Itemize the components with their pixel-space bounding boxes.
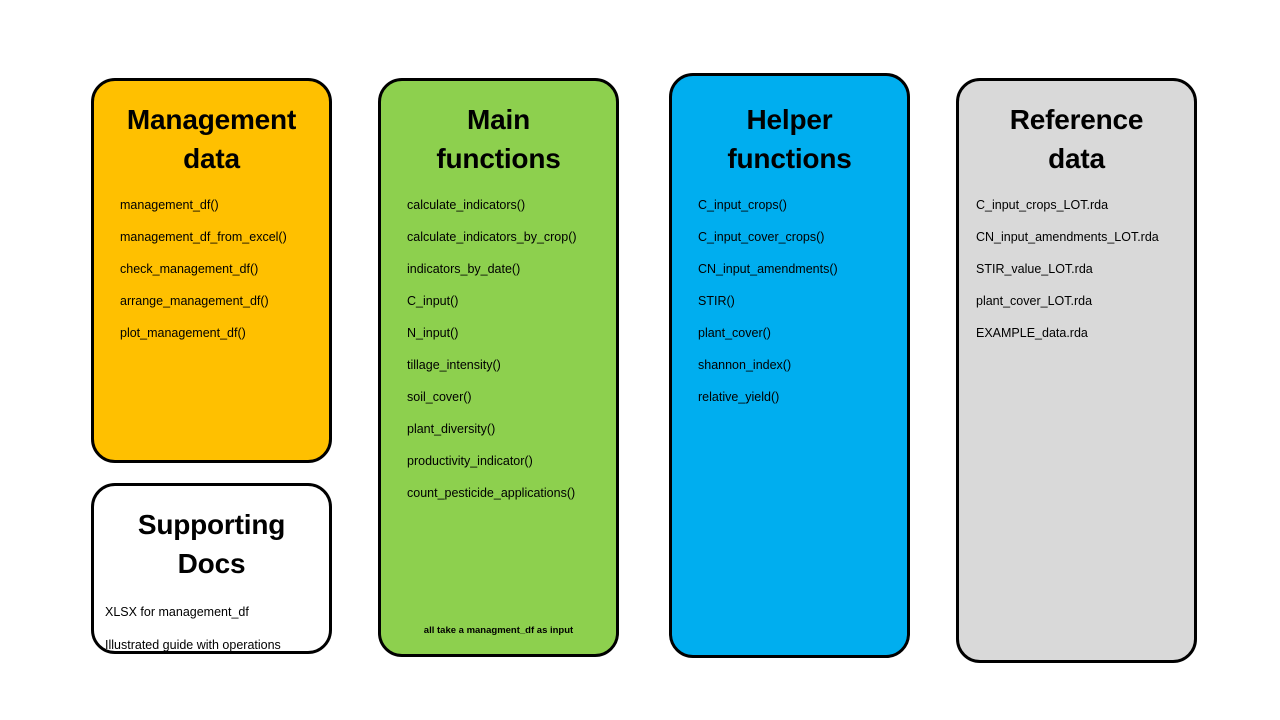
list-item: calculate_indicators_by_crop() xyxy=(407,230,577,244)
list-item: plant_cover() xyxy=(698,326,771,340)
card-reference-data: Reference data C_input_crops_LOT.rda CN_… xyxy=(956,78,1197,663)
list-item: count_pesticide_applications() xyxy=(407,486,576,500)
list-item: CN_input_amendments() xyxy=(698,262,838,276)
list-item: STIR() xyxy=(698,294,735,308)
card-list-main-functions: calculate_indicators() calculate_indicat… xyxy=(381,198,616,500)
card-list-supporting-docs: XLSX for management_df Illustrated guide… xyxy=(94,605,329,652)
list-item: arrange_management_df() xyxy=(120,294,269,308)
list-item: EXAMPLE_data.rda xyxy=(976,326,1088,340)
list-item: plant_cover_LOT.rda xyxy=(976,294,1093,308)
card-list-helper-functions: C_input_crops() C_input_cover_crops() CN… xyxy=(672,198,907,404)
list-item: XLSX for management_df xyxy=(105,605,249,619)
list-item: shannon_index() xyxy=(698,358,792,372)
card-main-functions: Main functions calculate_indicators() ca… xyxy=(378,78,619,657)
card-list-management-data: management_df() management_df_from_excel… xyxy=(94,198,329,340)
card-title-supporting-docs: Supporting Docs xyxy=(137,509,286,579)
list-item: CN_input_amendments_LOT.rda xyxy=(976,230,1159,244)
card-helper-functions: Helper functions C_input_crops() C_input… xyxy=(669,73,910,658)
list-item: STIR_value_LOT.rda xyxy=(976,262,1093,276)
list-item: tillage_intensity() xyxy=(407,358,501,372)
list-item: productivity_indicator() xyxy=(407,454,533,468)
card-list-reference-data: C_input_crops_LOT.rda CN_input_amendment… xyxy=(959,198,1194,340)
list-item: soil_cover() xyxy=(407,390,472,404)
list-item: management_df_from_excel() xyxy=(120,230,287,244)
card-title-reference-data: Reference data xyxy=(1009,104,1144,174)
list-item: C_input_cover_crops() xyxy=(698,230,825,244)
list-item: relative_yield() xyxy=(698,390,780,404)
card-title-management-data: Management data xyxy=(126,104,297,174)
card-supporting-docs: Supporting Docs XLSX for management_df I… xyxy=(91,483,332,654)
list-item: check_management_df() xyxy=(120,262,259,276)
list-item: C_input_crops_LOT.rda xyxy=(976,198,1109,212)
card-management-data: Management data management_df() manageme… xyxy=(91,78,332,463)
list-item: calculate_indicators() xyxy=(407,198,526,212)
list-item: management_df() xyxy=(120,198,219,212)
list-item: Illustrated guide with operations xyxy=(105,638,281,652)
card-title-helper-functions: Helper functions xyxy=(727,104,852,174)
card-footnote-main-functions: all take a managment_df as input xyxy=(423,625,574,636)
list-item: N_input() xyxy=(407,326,459,340)
list-item: plot_management_df() xyxy=(120,326,246,340)
card-title-main-functions: Main functions xyxy=(436,104,561,174)
list-item: plant_diversity() xyxy=(407,422,496,436)
list-item: C_input_crops() xyxy=(698,198,787,212)
list-item: C_input() xyxy=(407,294,459,308)
list-item: indicators_by_date() xyxy=(407,262,521,276)
